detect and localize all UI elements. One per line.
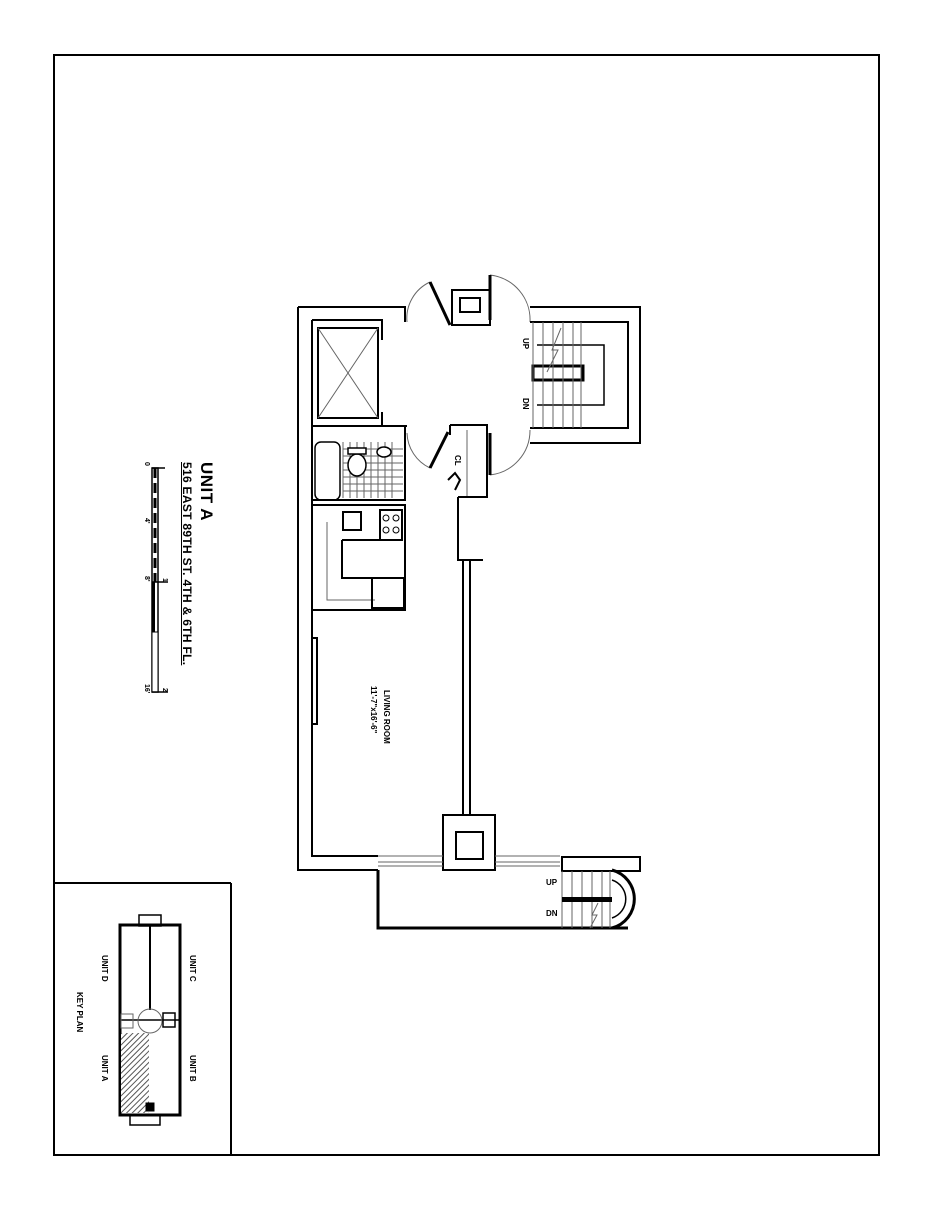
window-bottom: [378, 855, 560, 867]
door-arc-top-right: [489, 274, 531, 323]
stair-upper-down-label: DN: [521, 398, 530, 410]
door-leaf: [428, 281, 452, 326]
stair-lower-up-label: UP: [546, 878, 558, 887]
sheet-border: [53, 54, 880, 1156]
bathtub: [314, 441, 341, 501]
scale-label-0-ft: 0: [143, 462, 150, 466]
scale-label-4-ft: 4': [143, 518, 150, 524]
toilet: [347, 453, 367, 477]
key-plan-unit-b: UNIT B: [188, 1055, 197, 1082]
kitchen-sink: [342, 511, 362, 531]
stair-lower-down-label: DN: [546, 909, 558, 918]
closet-label: CL: [453, 455, 462, 466]
stair-lower-curve: [611, 868, 636, 930]
door-arc-top-left: [406, 281, 431, 323]
key-plan-unit-a-hatch: [121, 1033, 149, 1113]
floor-plan: [297, 274, 641, 930]
stair-upper-up-label: UP: [521, 338, 530, 350]
key-plan-unit-d: UNIT D: [100, 955, 109, 982]
closet: [447, 424, 488, 498]
living-room-niche: [312, 637, 318, 725]
sink: [376, 446, 392, 458]
door-arc-lower-right: [489, 429, 531, 476]
corridor-wall: [457, 497, 483, 561]
scale-label-1-m: 1: [161, 578, 168, 582]
key-plan-unit-c: UNIT C: [188, 955, 197, 982]
key-plan-unit-a: UNIT A: [100, 1055, 109, 1082]
stove: [379, 509, 403, 541]
scale-label-16-ft: 16': [143, 684, 150, 694]
key-plan-title: KEY PLAN: [75, 992, 84, 1033]
key-plan-box: [54, 882, 232, 1155]
scale-bar: [151, 467, 168, 693]
unit-exterior-wall: [297, 306, 406, 871]
living-room-dimensions: 11'-7"x16'-6": [369, 686, 378, 734]
living-room-label: LIVING ROOM: [382, 690, 391, 744]
key-plan-drawing: [118, 914, 182, 1126]
bathroom: [311, 426, 406, 501]
column-bottom: [442, 814, 496, 871]
kitchen: [312, 504, 406, 611]
stair-upper: [530, 306, 641, 444]
elevator: [312, 327, 407, 427]
address-title: 516 EAST 89TH ST. 4TH & 6TH FL.: [180, 462, 194, 666]
unit-title: UNIT A: [197, 462, 216, 522]
balcony: [376, 870, 628, 930]
door-arc-lower-left: [406, 432, 431, 469]
scale-label-8-ft: 8': [143, 576, 150, 582]
scale-label-2-m: 2: [161, 688, 168, 692]
